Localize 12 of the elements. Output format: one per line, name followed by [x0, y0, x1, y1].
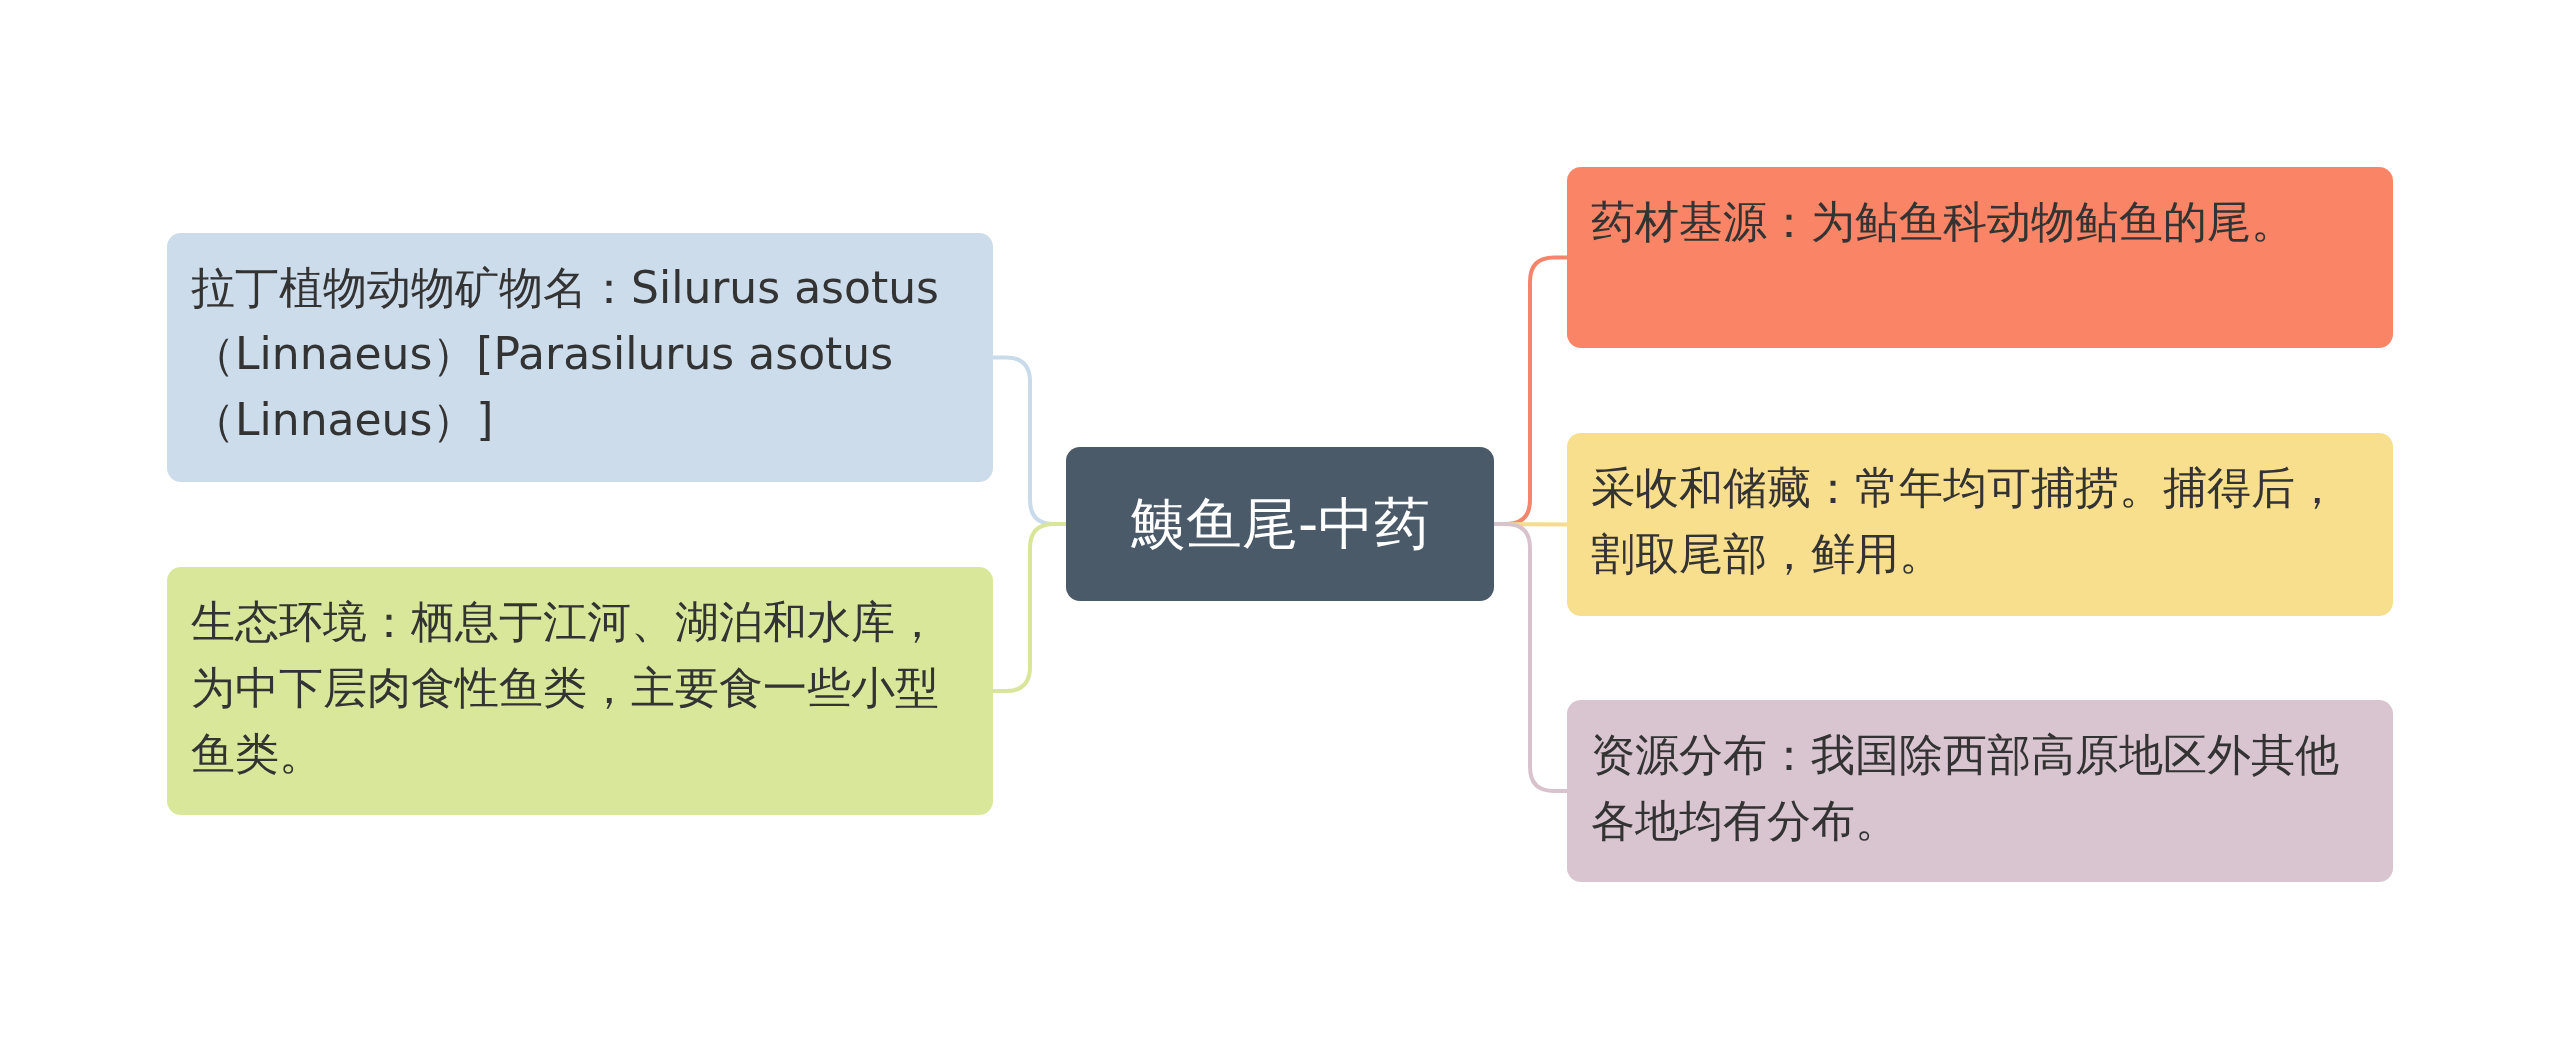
topic-box [1567, 167, 2393, 348]
topic-text: 拉丁植物动物矿物名：Silurus asotus （Linnaeus）[Parasilurus asotus （Linnaeus）] [191, 261, 941, 447]
topic-box [167, 233, 993, 482]
topic-box [1567, 700, 2393, 882]
topic-text: 生态环境：栖息于江河、湖泊和水库，为中下层肉食性鱼类，主要食一些小型鱼类。 [191, 595, 940, 781]
central-topic [1066, 447, 1494, 601]
topic-text: 鮧鱼尾-中药 [1129, 490, 1431, 558]
topic-text: 采收和储藏：常年均可捕捞。捕得后，割取尾部，鲜用。 [1591, 461, 2340, 581]
topic-text: 药材基源：为鲇鱼科动物鲇鱼的尾。 [1591, 195, 2295, 249]
topic-box [167, 567, 993, 815]
topic-text: 资源分布：我国除西部高原地区外其他各地均有分布。 [1591, 728, 2340, 848]
topic-box [1567, 433, 2393, 616]
